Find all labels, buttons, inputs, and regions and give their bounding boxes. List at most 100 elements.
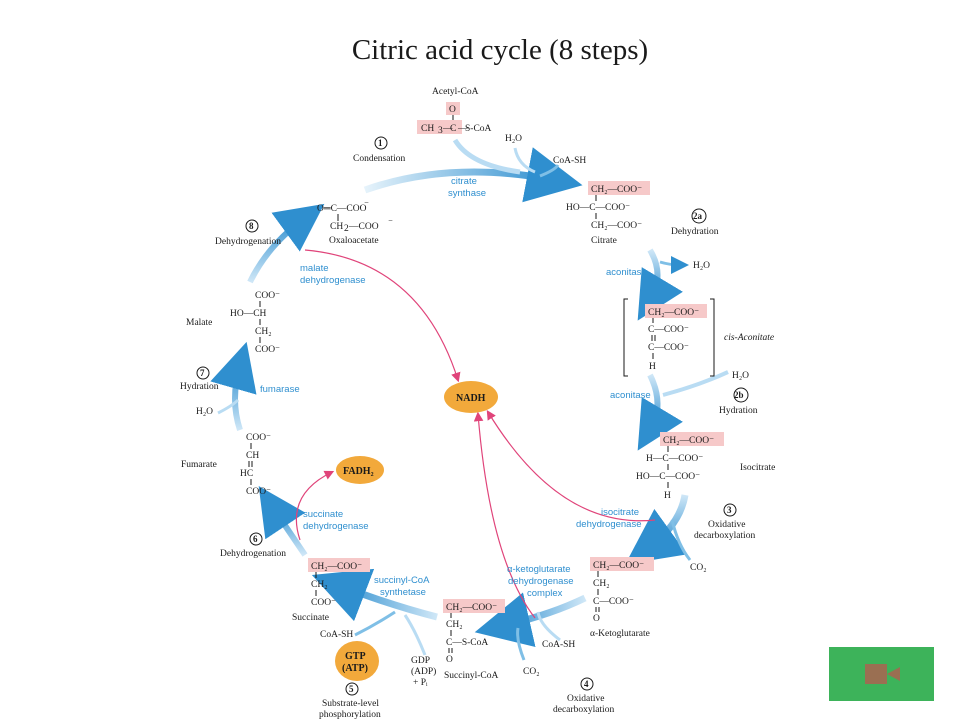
arrow-h2o-in-1 — [513, 147, 536, 174]
svg-text:3: 3 — [727, 505, 732, 515]
svg-text:7: 7 — [200, 368, 205, 378]
svg-text:dehydrogenase: dehydrogenase — [508, 576, 574, 587]
step-2a: 2a Dehydration — [671, 208, 719, 237]
h2o-step-7: H₂O — [196, 407, 213, 417]
arrow-step-1 — [363, 147, 583, 203]
step-1: 1 Condensation — [353, 136, 405, 164]
svg-text:Dehydration: Dehydration — [671, 227, 719, 237]
enzyme-malate-dehydrogenase: malate dehydrogenase — [300, 263, 366, 286]
svg-text:8: 8 — [249, 221, 254, 231]
step-7: 7 Hydration — [180, 366, 219, 392]
h2o-step-2a: H₂O — [693, 261, 710, 271]
co2-step-3: CO₂ — [690, 563, 707, 573]
arrow-step-7 — [210, 341, 257, 431]
svg-text:HO—C—COO⁻: HO—C—COO⁻ — [566, 203, 630, 213]
svg-text:malate: malate — [300, 263, 329, 274]
svg-text:CH₂—COO⁻: CH₂—COO⁻ — [446, 603, 497, 613]
svg-text:O═C—COO: O═C—COO — [317, 204, 367, 214]
svg-text:5: 5 — [349, 684, 354, 694]
svg-text:C—COO⁻: C—COO⁻ — [593, 597, 634, 607]
enzyme-isocitrate-dehydrogenase: isocitrate dehydrogenase — [576, 507, 642, 530]
coash-step-1: CoA-SH — [553, 156, 586, 166]
svg-text:synthetase: synthetase — [380, 587, 426, 598]
svg-text:complex: complex — [527, 588, 563, 599]
succinate: CH₂—COO⁻ CH₂ COO⁻ Succinate — [292, 558, 370, 623]
succinyl-coa-name: Succinyl-CoA — [444, 671, 498, 681]
acetyl-coa-name: Acetyl-CoA — [432, 87, 479, 97]
svg-text:3: 3 — [438, 126, 443, 136]
arrow-coash-in-4 — [536, 611, 561, 642]
svg-text:α-ketoglutarate: α-ketoglutarate — [507, 564, 571, 575]
enzyme-aconitase-1: aconitase — [606, 267, 647, 278]
svg-text:Oxidative: Oxidative — [567, 694, 604, 704]
h2o-step-1: H₂O — [505, 134, 522, 144]
arrow-coash-out-1 — [539, 164, 560, 178]
step-4: 4 Oxidative decarboxylation — [553, 677, 614, 715]
enzyme-akg-dehydrogenase-complex: α-ketoglutarate dehydrogenase complex — [507, 564, 574, 599]
enzyme-fumarase: fumarase — [260, 384, 300, 395]
svg-text:—COO: —COO — [348, 222, 379, 232]
svg-text:HO—C—COO⁻: HO—C—COO⁻ — [636, 472, 700, 482]
enzyme-citrate-synthase: citrate synthase — [448, 176, 486, 199]
svg-text:HO—CH: HO—CH — [230, 309, 267, 319]
svg-text:synthase: synthase — [448, 188, 486, 199]
svg-text:4: 4 — [584, 679, 589, 689]
arrow-coash-out-5 — [354, 610, 396, 637]
svg-text:COO⁻: COO⁻ — [311, 598, 336, 608]
step-8: 8 Dehydrogenation — [215, 219, 281, 247]
svg-text:citrate: citrate — [451, 176, 477, 187]
svg-text:CH₂: CH₂ — [446, 620, 463, 630]
coash-step-4: CoA-SH — [542, 640, 575, 650]
arrow-gdp-in-5 — [403, 614, 427, 656]
fadh2-arrow — [295, 470, 335, 541]
svg-text:H—C—COO⁻: H—C—COO⁻ — [646, 454, 703, 464]
arrow-h2o-out-2a — [659, 255, 689, 274]
svg-text:(ATP): (ATP) — [342, 663, 368, 674]
svg-text:C—S-CoA: C—S-CoA — [446, 638, 488, 648]
svg-text:dehydrogenase: dehydrogenase — [576, 519, 642, 530]
svg-text:COO⁻: COO⁻ — [246, 487, 271, 497]
svg-text:isocitrate: isocitrate — [601, 507, 639, 518]
citrate-name: Citrate — [591, 236, 617, 246]
enzyme-aconitase-2: aconitase — [610, 390, 651, 401]
svg-text:CH: CH — [421, 124, 434, 134]
arrow-step-5 — [311, 568, 438, 622]
isocitrate-name: Isocitrate — [740, 463, 775, 473]
isocitrate: CH₂—COO⁻ H—C—COO⁻ HO—C—COO⁻ H Isocitrate — [636, 432, 775, 501]
svg-text:C: C — [450, 124, 456, 134]
svg-text:—: — — [442, 124, 453, 134]
svg-text:CH₂—COO⁻: CH₂—COO⁻ — [311, 562, 362, 572]
svg-text:CH₂: CH₂ — [311, 580, 328, 590]
nadh-arrow-isocitrate-dh — [486, 409, 656, 522]
svg-text:Oxidative: Oxidative — [708, 520, 745, 530]
page-title: Citric acid cycle (8 steps) — [351, 34, 649, 66]
svg-text:GTP: GTP — [345, 651, 366, 662]
svg-text:O: O — [449, 105, 456, 115]
succinyl-coa: CH₂—COO⁻ CH₂ C—S-CoA O Succinyl-CoA — [443, 599, 505, 681]
h2o-step-2b: H₂O — [732, 371, 749, 381]
arrow-step-6 — [258, 486, 308, 557]
svg-text:6: 6 — [253, 534, 258, 544]
svg-text:CH₂—COO⁻: CH₂—COO⁻ — [648, 308, 699, 318]
svg-text:C—COO⁻: C—COO⁻ — [648, 325, 689, 335]
step-6: 6 Dehydrogenation — [220, 532, 286, 559]
svg-text:⁻: ⁻ — [364, 200, 369, 210]
arrow-h2o-in-7 — [217, 398, 240, 415]
step-3: 3 Oxidative decarboxylation — [694, 503, 755, 541]
fadh2-badge: FADH₂ — [336, 456, 384, 484]
arrow-co2-out-3 — [670, 519, 692, 561]
svg-text:CH₂—COO⁻: CH₂—COO⁻ — [591, 185, 642, 195]
fumarate-name: Fumarate — [181, 460, 217, 470]
svg-text:S-CoA: S-CoA — [465, 124, 492, 134]
svg-text:COO⁻: COO⁻ — [246, 433, 271, 443]
nadh-arrow-malate-dh — [304, 249, 461, 383]
svg-text:COO⁻: COO⁻ — [255, 291, 280, 301]
play-video-button[interactable] — [829, 647, 934, 701]
svg-text:GDP: GDP — [411, 656, 430, 666]
co2-step-4: CO₂ — [523, 667, 540, 677]
svg-text:Substrate-level: Substrate-level — [322, 699, 379, 709]
svg-text:H: H — [664, 491, 671, 501]
svg-text:succinate: succinate — [303, 509, 343, 520]
svg-text:Hydration: Hydration — [180, 382, 219, 392]
